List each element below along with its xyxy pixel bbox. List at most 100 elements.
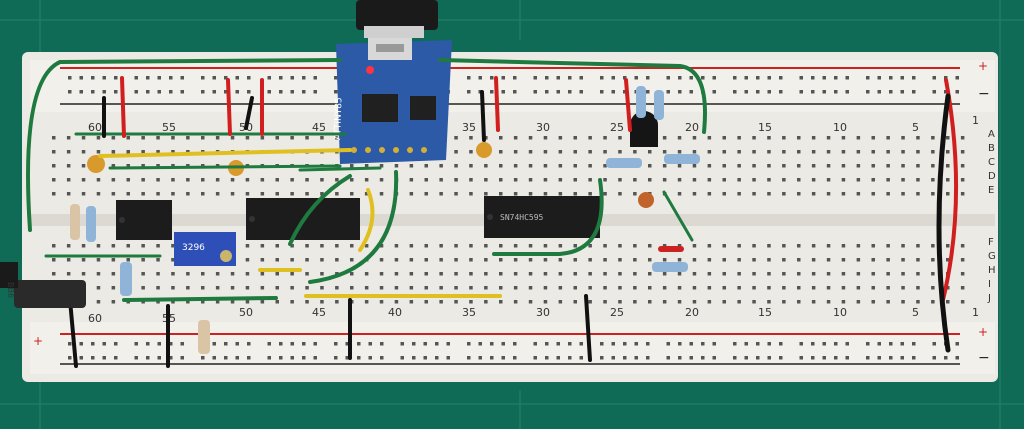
breadboard-hole <box>528 258 533 262</box>
breadboard-hole <box>946 244 950 248</box>
breadboard-hole <box>841 286 846 290</box>
breadboard-hole <box>357 342 361 346</box>
breadboard-hole <box>141 244 145 248</box>
breadboard-hole <box>423 356 427 360</box>
breadboard-hole <box>439 300 443 304</box>
breadboard-hole <box>469 286 473 290</box>
breadboard-hole <box>666 90 670 94</box>
breadboard-hole <box>235 76 239 80</box>
breadboard-hole <box>677 244 682 248</box>
svg-text:1: 1 <box>972 306 979 319</box>
breadboard-hole <box>201 300 205 304</box>
breadboard-hole <box>245 178 250 182</box>
breadboard-hole <box>960 150 965 154</box>
breadboard-hole <box>275 272 279 276</box>
breadboard-hole <box>394 244 399 248</box>
breadboard-hole <box>543 192 548 196</box>
breadboard-hole <box>633 258 637 262</box>
breadboard-hole <box>707 192 712 196</box>
breadboard-hole <box>633 178 637 182</box>
svg-text:D: D <box>988 171 996 182</box>
breadboard-hole <box>767 192 771 196</box>
breadboard-hole <box>677 258 682 262</box>
breadboard-hole <box>692 258 697 262</box>
breadboard-hole <box>866 356 870 360</box>
breadboard-hole <box>871 164 875 168</box>
breadboard-hole <box>96 244 101 248</box>
breadboard-hole <box>81 244 86 248</box>
breadboard-hole <box>744 342 748 346</box>
breadboard-hole <box>767 136 771 140</box>
breadboard-hole <box>955 356 959 360</box>
breadboard-hole <box>290 286 294 290</box>
breadboard-hole <box>834 76 838 80</box>
breadboard-hole <box>490 356 494 360</box>
chip-left <box>116 200 172 240</box>
breadboard-hole <box>912 90 916 94</box>
breadboard-hole <box>931 178 935 182</box>
breadboard-hole <box>841 164 846 168</box>
breadboard-hole <box>469 178 473 182</box>
breadboard-hole <box>733 342 737 346</box>
breadboard-hole <box>811 356 815 360</box>
breadboard-hole <box>558 244 563 248</box>
breadboard-hole <box>556 356 560 360</box>
breadboard-hole <box>946 192 950 196</box>
breadboard-hole <box>856 300 861 304</box>
breadboard-hole <box>469 150 473 154</box>
breadboard-hole <box>66 272 71 276</box>
breadboard-hole <box>797 150 801 154</box>
breadboard-hole <box>501 356 505 360</box>
breadboard-hole <box>797 286 801 290</box>
breadboard-hole <box>267 76 271 80</box>
breadboard-hole <box>623 90 627 94</box>
breadboard-hole <box>260 272 265 276</box>
breadboard-hole <box>646 342 650 346</box>
breadboard-hole <box>856 192 861 196</box>
breadboard-hole <box>394 286 399 290</box>
breadboard-hole <box>81 164 86 168</box>
breadboard-hole <box>886 244 890 248</box>
svg-text:I: I <box>988 279 991 290</box>
breadboard-hole <box>469 192 473 196</box>
breadboard-hole <box>439 192 443 196</box>
breadboard-hole <box>889 76 893 80</box>
breadboard-hole <box>782 164 786 168</box>
breadboard-hole <box>215 286 220 290</box>
breadboard-hole <box>245 192 250 196</box>
usb-cable <box>356 0 438 38</box>
breadboard-hole <box>533 76 537 80</box>
breadboard-hole <box>623 356 627 360</box>
breadboard-hole <box>767 244 771 248</box>
breadboard-hole <box>467 342 471 346</box>
breadboard-hole <box>275 192 279 196</box>
breadboard-hole <box>588 244 592 248</box>
breadboard-hole <box>545 342 549 346</box>
breadboard-hole <box>171 258 175 262</box>
breadboard-hole <box>141 136 145 140</box>
breadboard-hole <box>467 76 471 80</box>
breadboard-hole <box>946 136 950 140</box>
breadboard-hole <box>513 272 518 276</box>
breadboard-hole <box>826 178 831 182</box>
breadboard-hole <box>944 76 948 80</box>
breadboard-hole <box>126 136 130 140</box>
breadboard-hole <box>66 136 71 140</box>
breadboard-hole <box>267 90 271 94</box>
breadboard-hole <box>279 90 283 94</box>
breadboard-hole <box>707 244 712 248</box>
breadboard-hole <box>767 272 771 276</box>
breadboard-hole <box>579 342 583 346</box>
breadboard-hole <box>633 272 637 276</box>
breadboard-hole <box>588 192 592 196</box>
breadboard-hole <box>677 192 682 196</box>
breadboard-hole <box>648 150 652 154</box>
breadboard-hole <box>901 150 905 154</box>
breadboard-hole <box>722 192 726 196</box>
breadboard-hole <box>424 244 428 248</box>
breadboard-hole <box>689 90 693 94</box>
breadboard-hole <box>186 286 190 290</box>
breadboard-hole <box>756 356 760 360</box>
breadboard-hole <box>677 136 682 140</box>
